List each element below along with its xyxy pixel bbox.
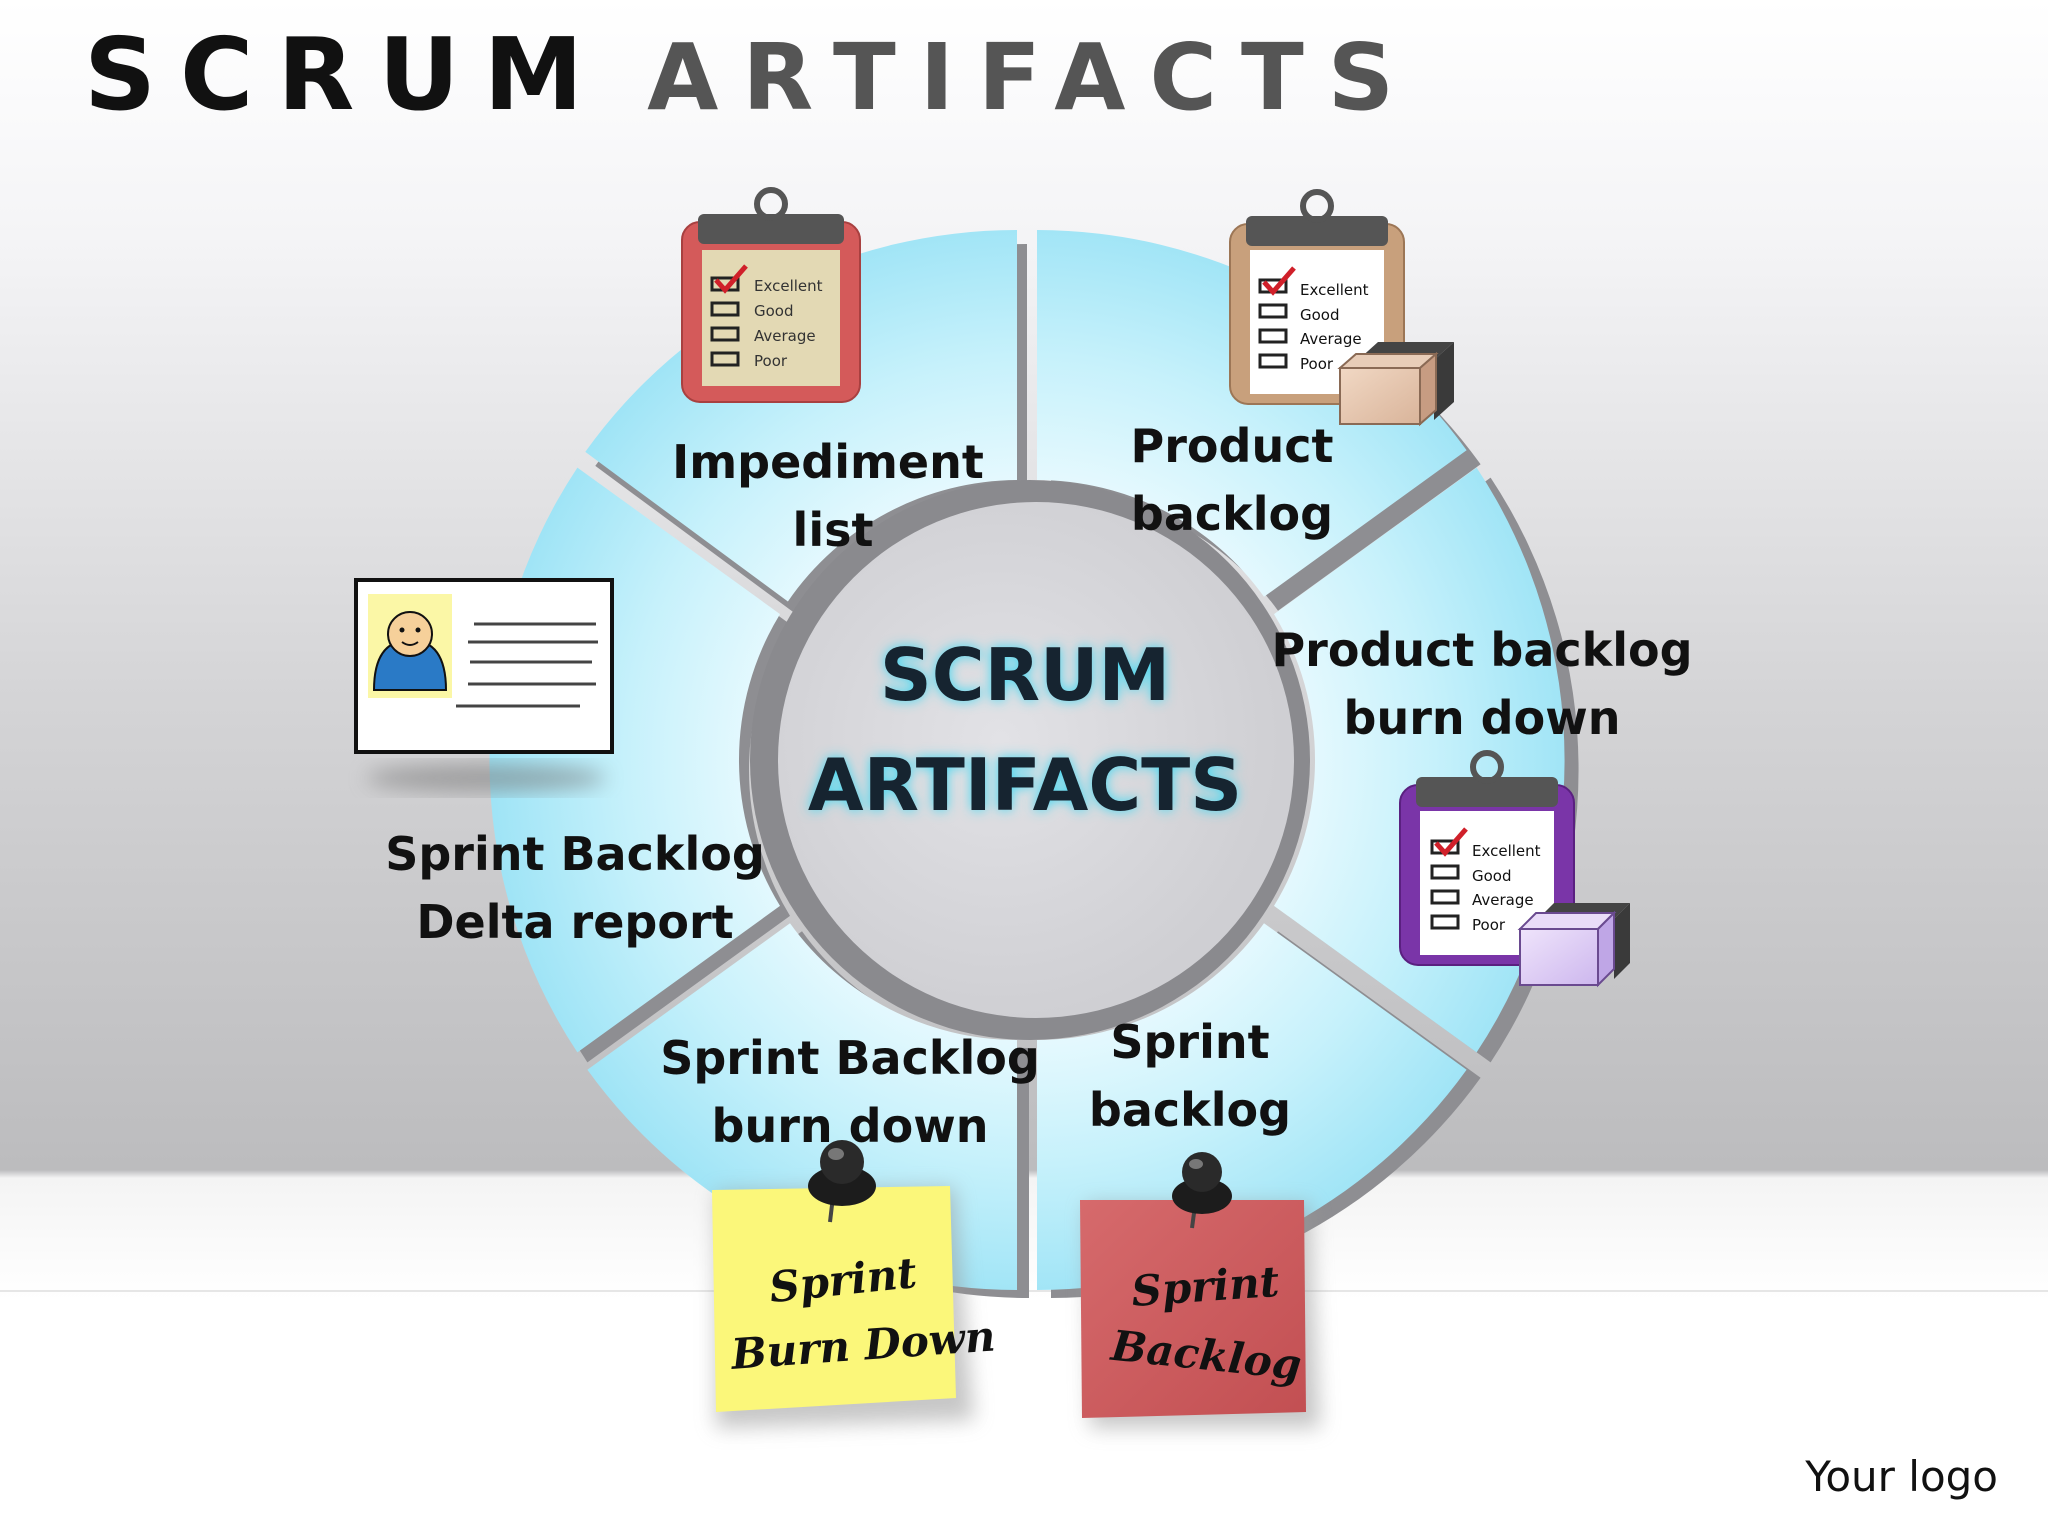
center-text-line2: ARTIFACTS xyxy=(808,743,1242,827)
checklist-purple: Excellent Good Average Poor xyxy=(1430,827,1541,934)
title-word-scrum: SCRUM xyxy=(84,16,608,133)
check-item-2: Good xyxy=(1300,306,1340,324)
label-sb-burn-line1: Sprint Backlog xyxy=(660,1031,1040,1085)
label-sprint-backlog-line2: backlog xyxy=(1089,1083,1291,1137)
check-item-2: Good xyxy=(1472,867,1512,885)
center-label: SCRUM ARTIFACTS SCRUM ARTIFACTS xyxy=(808,633,1242,827)
checklist-red: Excellent Good Average Poor xyxy=(710,264,823,370)
checklist-tan: Excellent Good Average Poor xyxy=(1258,266,1369,373)
box-lilac-icon xyxy=(1517,903,1630,988)
pushpin-icon xyxy=(1172,1152,1232,1229)
label-pb-burn-line1: Product backlog xyxy=(1271,623,1692,677)
footer-logo-text: Your logo xyxy=(1805,1452,1998,1501)
label-pb-burn-line2: burn down xyxy=(1344,691,1621,745)
label-sprint-backlog-line1: Sprint xyxy=(1110,1015,1269,1069)
segment-impediment-list xyxy=(585,229,1027,616)
check-item-1: Excellent xyxy=(754,277,823,295)
label-impediment-line1: Impediment xyxy=(672,435,984,489)
check-item-3: Average xyxy=(754,327,816,345)
center-glow-line2: ARTIFACTS xyxy=(808,743,1242,827)
box-tan-icon xyxy=(1337,342,1454,427)
slide-title: SCRUM ARTIFACTS xyxy=(84,16,1418,133)
check-item-4: Poor xyxy=(754,352,788,370)
label-impediment-line2: list xyxy=(793,503,874,557)
title-word-artifacts: ARTIFACTS xyxy=(647,24,1419,131)
clipboard-red-icon: Excellent Good Average Poor xyxy=(681,187,861,403)
center-glow-line1: SCRUM xyxy=(880,633,1170,717)
label-sb-delta-line1: Sprint Backlog xyxy=(385,827,765,881)
pushpin-icon xyxy=(808,1140,876,1223)
sticky-note-red: Sprint Backlog xyxy=(1080,1200,1320,1428)
clipboard-tan-icon: Excellent Good Average Poor xyxy=(1229,189,1454,427)
clipboard-purple-icon: Excellent Good Average Poor xyxy=(1399,750,1630,988)
note-red-line1: Sprint xyxy=(1130,1257,1281,1316)
sticky-note-yellow: Sprint Burn Down xyxy=(712,1186,997,1428)
center-hub xyxy=(750,480,1310,1040)
label-product-backlog-line1: Product xyxy=(1131,419,1334,473)
label-product-backlog-line2: backlog xyxy=(1131,487,1333,541)
id-card-icon xyxy=(354,578,614,792)
check-item-4: Poor xyxy=(1472,916,1506,934)
check-item-4: Poor xyxy=(1300,355,1334,373)
check-item-1: Excellent xyxy=(1300,281,1369,299)
center-text-line1: SCRUM xyxy=(880,633,1170,717)
check-item-1: Excellent xyxy=(1472,842,1541,860)
segment-product-backlog xyxy=(1037,230,1481,611)
label-sb-delta-line2: Delta report xyxy=(416,895,733,949)
check-item-3: Average xyxy=(1472,891,1534,909)
check-item-2: Good xyxy=(754,302,794,320)
check-item-3: Average xyxy=(1300,330,1362,348)
